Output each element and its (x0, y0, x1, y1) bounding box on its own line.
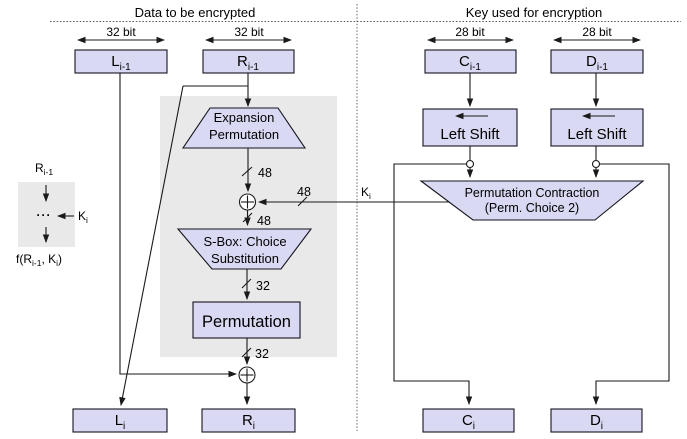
sbox-label-line2: Substitution (211, 251, 279, 266)
bus-label-expansion-out: 48 (258, 166, 272, 180)
bus-slash-key-in (297, 196, 308, 207)
width-label-r: 32 bit (234, 25, 264, 39)
xor-bottom-icon (238, 366, 256, 384)
width-label-c: 28 bit (455, 25, 485, 39)
left-shift-d-label: Left Shift (567, 126, 627, 143)
perm-choice2-label-line2: (Perm. Choice 2) (485, 201, 579, 215)
bus-label-xor-out: 48 (257, 214, 271, 228)
branch-node-c-icon (465, 159, 475, 169)
wire-loop-to-dnext (592, 163, 670, 406)
width-label-l: 32 bit (106, 25, 136, 39)
left-shift-d-block (550, 108, 644, 147)
register-label-r-next: Ri (242, 412, 255, 432)
width-label-d: 28 bit (582, 25, 612, 39)
register-label-c-prev: Ci-1 (459, 53, 481, 73)
wire-lprev-to-xor (119, 73, 238, 378)
bus-label-sbox-out: 32 (256, 279, 270, 293)
bus-slash-perm-out (241, 347, 252, 358)
wire-rprev-to-lnext (119, 85, 184, 407)
bus-slash-xor-out (242, 212, 253, 223)
left-shift-c-block (422, 108, 518, 147)
legend-function-label: f(Ri-1, Ki) (16, 252, 62, 268)
legend-rprev-label: Ri-1 (35, 161, 53, 177)
register-label-d-next: Di (590, 412, 603, 432)
perm-choice2-block (419, 180, 645, 221)
bus-slash-expansion-out (241, 166, 253, 177)
register-box-l-prev (74, 49, 168, 74)
register-box-r-next (201, 408, 296, 433)
wire-loop-to-cnext (393, 163, 473, 406)
expansion-label-line2: Permutation (209, 127, 279, 142)
expansion-label-line1: Expansion (214, 110, 275, 125)
register-box-c-next (422, 408, 515, 433)
bus-label-key-in: 48 (297, 185, 311, 199)
header-right-label: Key used for encryption (466, 5, 603, 20)
register-label-r-prev: Ri-1 (237, 53, 259, 73)
left-shift-c-label: Left Shift (440, 126, 500, 143)
bus-label-perm-out: 32 (255, 347, 269, 361)
legend-dots: ··· (37, 208, 52, 222)
register-box-d-prev (550, 49, 644, 74)
register-box-d-next (550, 408, 643, 433)
register-label-c-next: Ci (462, 412, 475, 432)
xor-top-icon (238, 193, 257, 211)
permutation-label: Permutation (202, 313, 291, 331)
bus-slash-sbox-out (241, 278, 252, 289)
register-box-l-next (72, 408, 168, 433)
register-label-l-prev: Li-1 (111, 53, 131, 73)
sbox-label-line1: S-Box: Choice (203, 234, 286, 249)
branch-node-d-icon (591, 159, 601, 169)
legend-key-label: Ki (78, 209, 88, 225)
register-label-l-next: Li (115, 412, 126, 432)
expansion-permutation-block (181, 107, 307, 149)
register-label-d-prev: Di-1 (586, 53, 608, 73)
perm-choice2-label-line1: Permutation Contraction (465, 186, 600, 200)
header-left-label: Data to be encrypted (135, 5, 256, 20)
key-signal-label: Ki (361, 185, 371, 201)
permutation-block (192, 301, 301, 339)
sbox-block (176, 228, 313, 270)
